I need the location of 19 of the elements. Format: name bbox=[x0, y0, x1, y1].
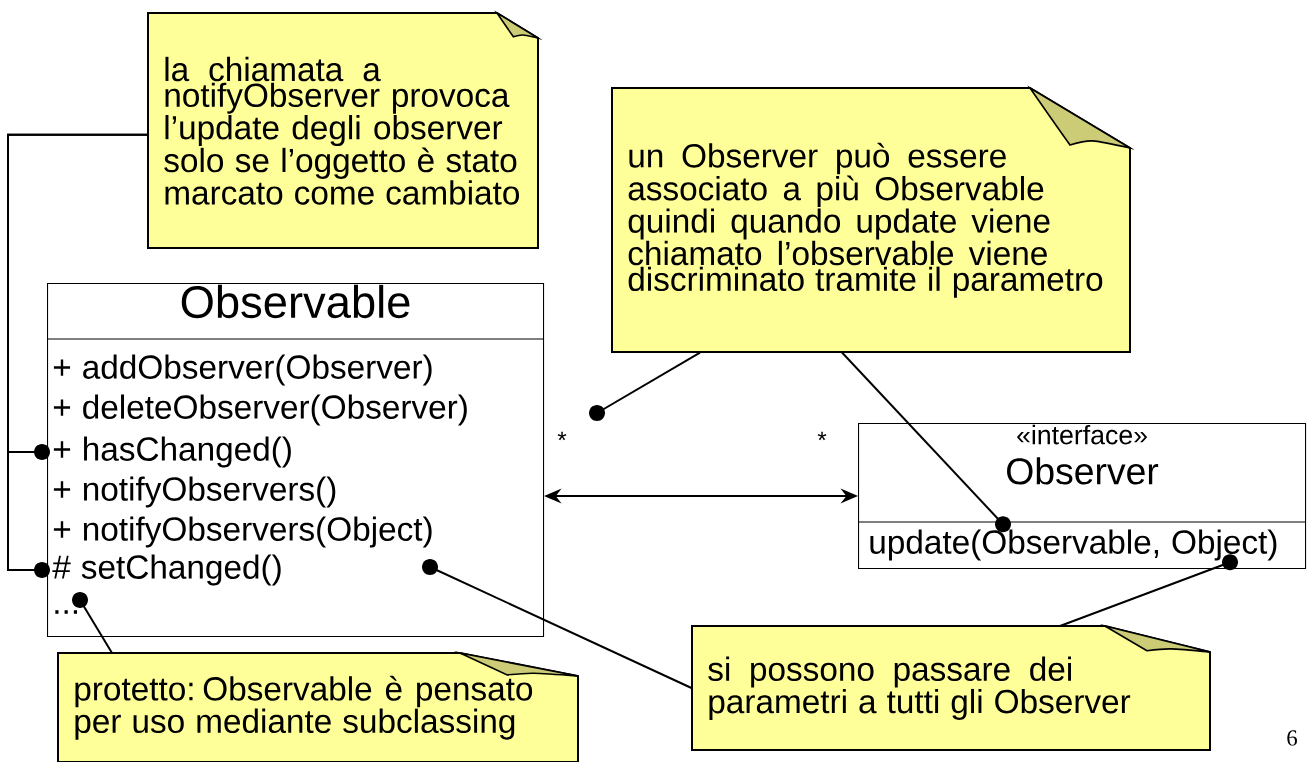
class-member: ... bbox=[55, 610, 77, 614]
class-member: + addObserver(Observer) bbox=[53, 354, 432, 386]
class-member: + notifyObservers() bbox=[53, 476, 336, 508]
leader-line bbox=[1059, 554, 1238, 627]
multiplicity-label: * bbox=[557, 431, 567, 441]
class-member: + notifyObservers(Object) bbox=[53, 516, 432, 548]
multiplicity-label: * bbox=[817, 431, 827, 441]
class-member: update(Observable, Object) bbox=[870, 529, 1277, 561]
class-member: + hasChanged() bbox=[53, 436, 291, 468]
page-number: 6 bbox=[1287, 730, 1297, 746]
leader-line bbox=[422, 559, 693, 690]
leader-line bbox=[589, 351, 701, 421]
leader-line bbox=[841, 351, 1011, 533]
class-member: # setChanged() bbox=[52, 554, 281, 586]
note: si possono passare dei parametri a tutti gli Observer bbox=[691, 625, 1211, 751]
leader-line bbox=[72, 592, 113, 654]
leader-line bbox=[7, 133, 149, 578]
note: protetto: Observable è pensato per uso mediante subclassing bbox=[57, 652, 579, 762]
class-member: + deleteObserver(Observer) bbox=[53, 394, 467, 426]
